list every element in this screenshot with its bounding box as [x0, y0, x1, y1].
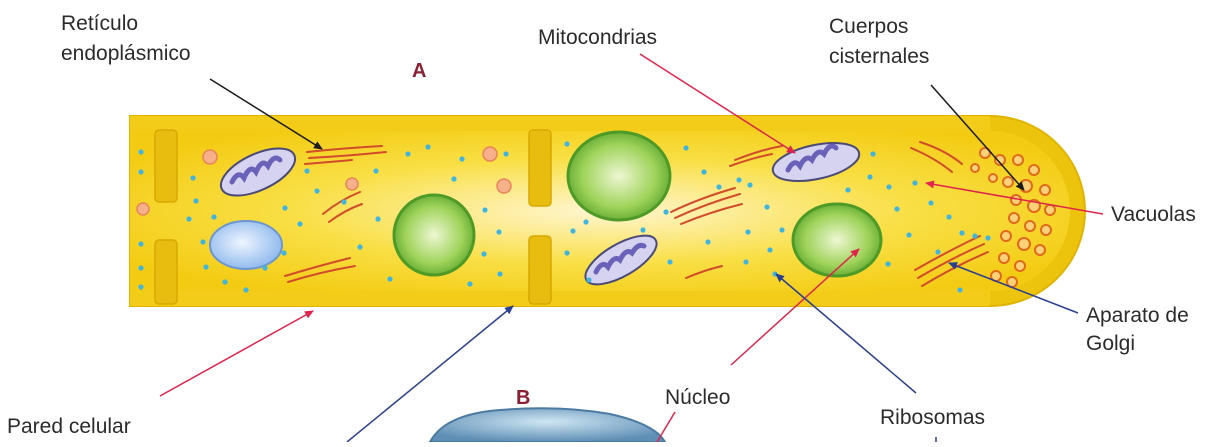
label-aparato-line2: Golgi	[1086, 330, 1135, 357]
nucleus-left	[394, 195, 474, 275]
leader-nucleo-b	[657, 412, 675, 442]
label-vacuolas: Vacuolas	[1111, 201, 1196, 228]
nucleus-upper-right	[568, 132, 670, 220]
cell-bottom-band	[130, 291, 990, 306]
panel-letter-a: A	[412, 60, 426, 83]
panel-letter-b: B	[516, 387, 530, 410]
label-cuerpos-line1: Cuerpos	[829, 13, 908, 40]
vacuole-left	[210, 221, 282, 269]
label-pared-celular: Pared celular	[7, 413, 131, 440]
cell-b-top	[430, 408, 665, 442]
label-mitocondrias: Mitocondrias	[538, 24, 657, 51]
label-ribosomas: Ribosomas	[880, 404, 985, 431]
label-cuerpos-line2: cisternales	[829, 43, 929, 70]
nucleus-lower-right	[793, 204, 881, 276]
label-reticulo-line1: Retículo	[61, 10, 138, 37]
cell-top-band	[130, 116, 990, 131]
leader-pared	[160, 311, 313, 396]
label-aparato-line1: Aparato de	[1086, 302, 1189, 329]
label-nucleo: Núcleo	[665, 384, 730, 411]
label-reticulo-line2: endoplásmico	[61, 40, 191, 67]
